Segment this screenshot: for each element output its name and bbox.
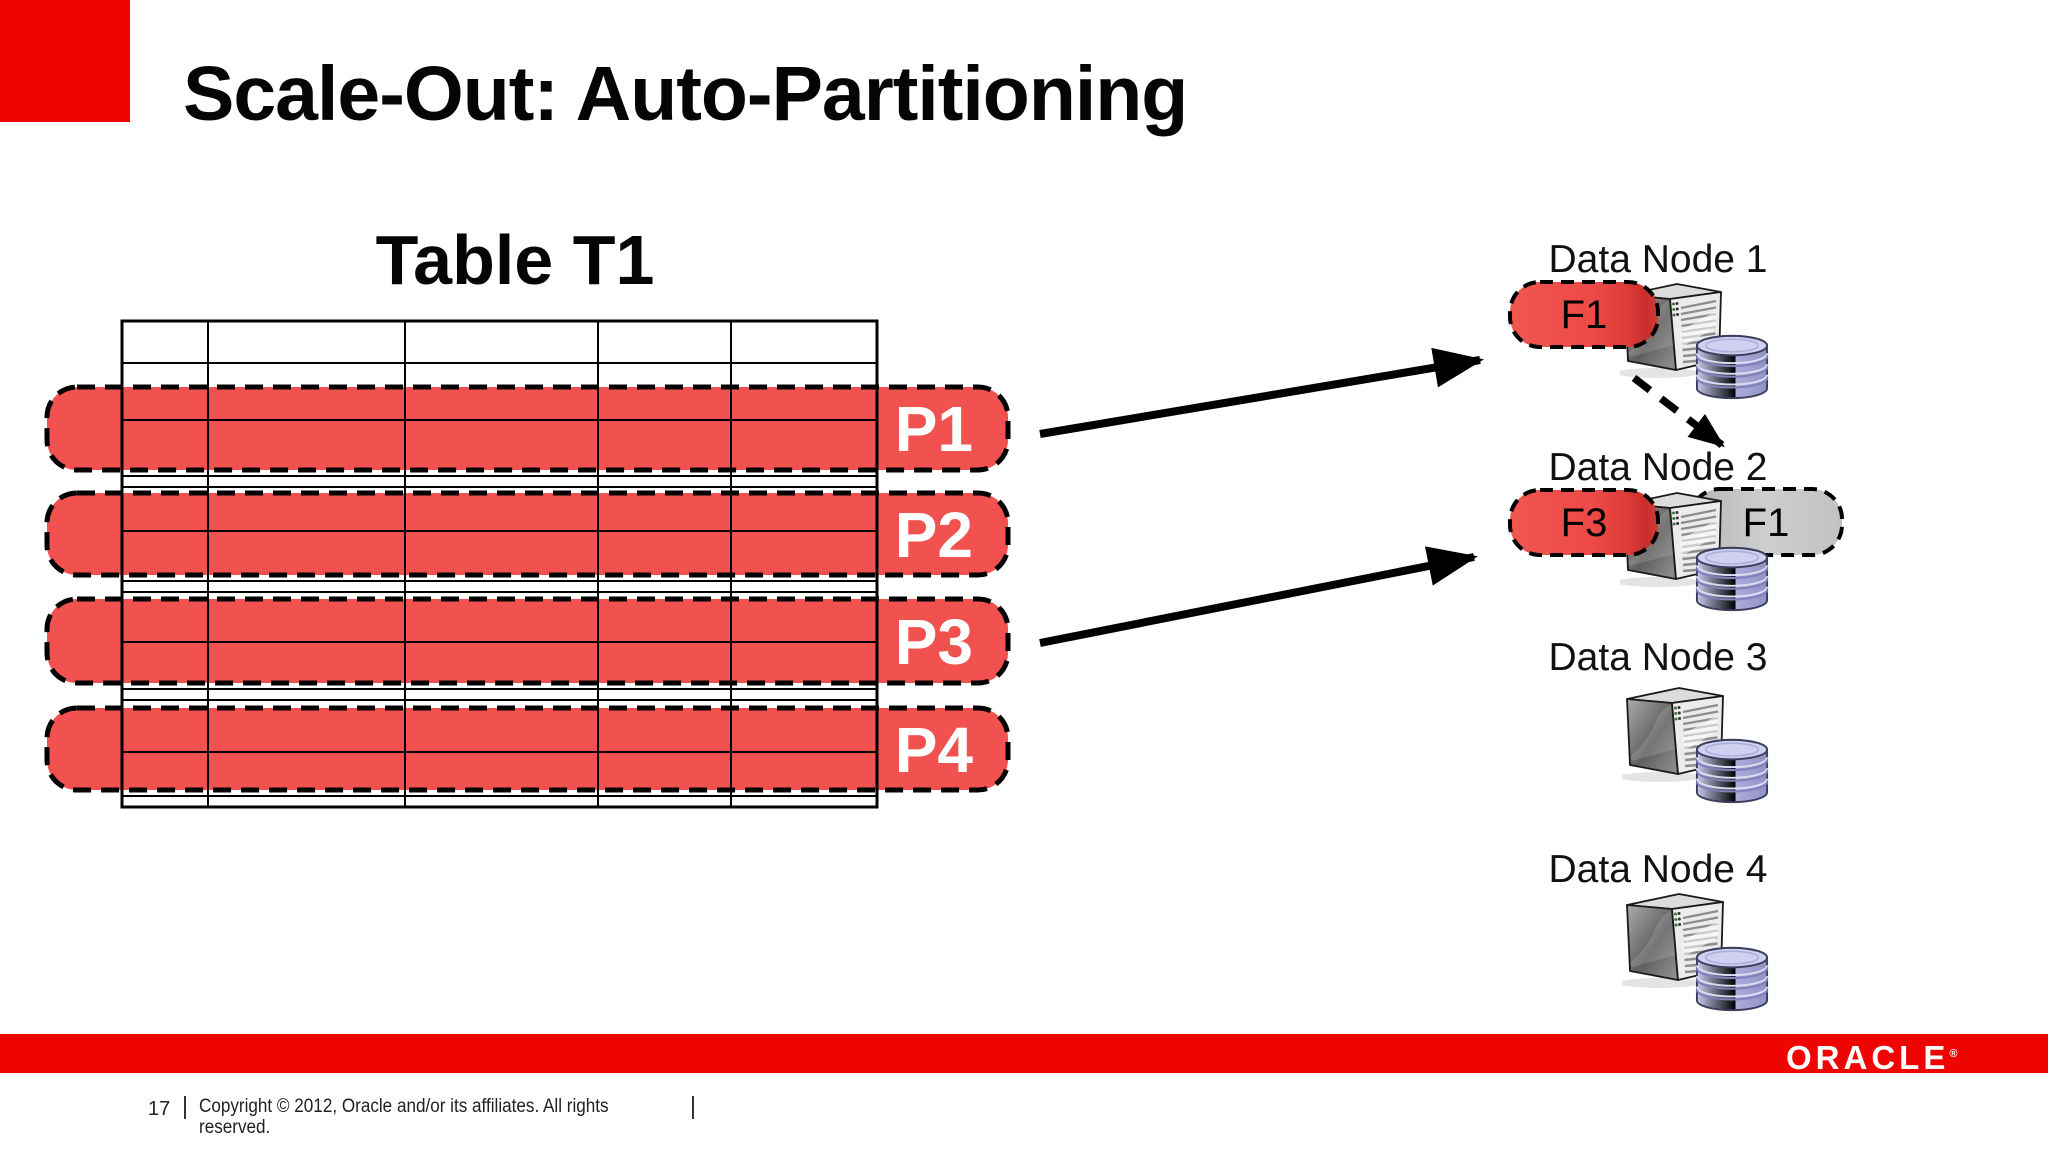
data-node-2-label: Data Node 2 [1548,446,1768,489]
fragment-f1-replica-label: F1 [1743,501,1790,545]
footer-brand-bar [0,1034,2048,1073]
copyright-line2: reserved. [199,1116,271,1138]
data-node-3-label: Data Node 3 [1548,636,1768,679]
data-node-4-label: Data Node 4 [1548,848,1768,891]
data-node-1-group: F1 [1508,280,1769,400]
slide-title: Scale-Out: Auto-Partitioning [183,51,1188,137]
fragment-f1-label: F1 [1561,293,1608,337]
data-node-4-group [1622,893,1769,1012]
partition-label-p3: P3 [895,606,973,678]
data-node-2-group: F1 F3 [1508,487,1844,612]
partition-label-p1: P1 [895,393,973,465]
fragment-f1-primary: F1 [1508,280,1660,349]
partition-band-borders [44,384,1011,793]
database-icon [1695,334,1769,400]
partition-label-p2: P2 [895,499,973,571]
copyright-line1: Copyright © 2012, Oracle and/or its affi… [199,1096,609,1117]
database-icon [1695,946,1769,1012]
partition-label-p4: P4 [895,714,974,786]
fragment-f3-primary: F3 [1508,488,1660,557]
arrow-p1-to-node1 [1039,347,1484,438]
table-grid [120,319,879,809]
footer-divider [692,1096,694,1119]
oracle-logo: ORACLE® [1786,1039,1958,1076]
partition-labels: P1 P2 P3 P4 [895,393,974,786]
brand-corner-square [0,0,130,122]
data-node-3-group [1622,687,1769,804]
database-icon [1695,738,1769,804]
database-icon [1695,546,1769,612]
data-node-1-label: Data Node 1 [1548,238,1768,281]
arrow-p3-to-node2 [1039,546,1478,647]
partition-band-fills [47,387,1008,790]
copyright-text: Copyright © 2012, Oracle and/or its affi… [199,1096,609,1138]
table-title: Table T1 [375,221,655,299]
page-number: 17 [148,1098,171,1120]
registered-mark: ® [1949,1048,1958,1060]
fragment-f3-label: F3 [1561,501,1608,545]
footer-divider [184,1096,186,1119]
